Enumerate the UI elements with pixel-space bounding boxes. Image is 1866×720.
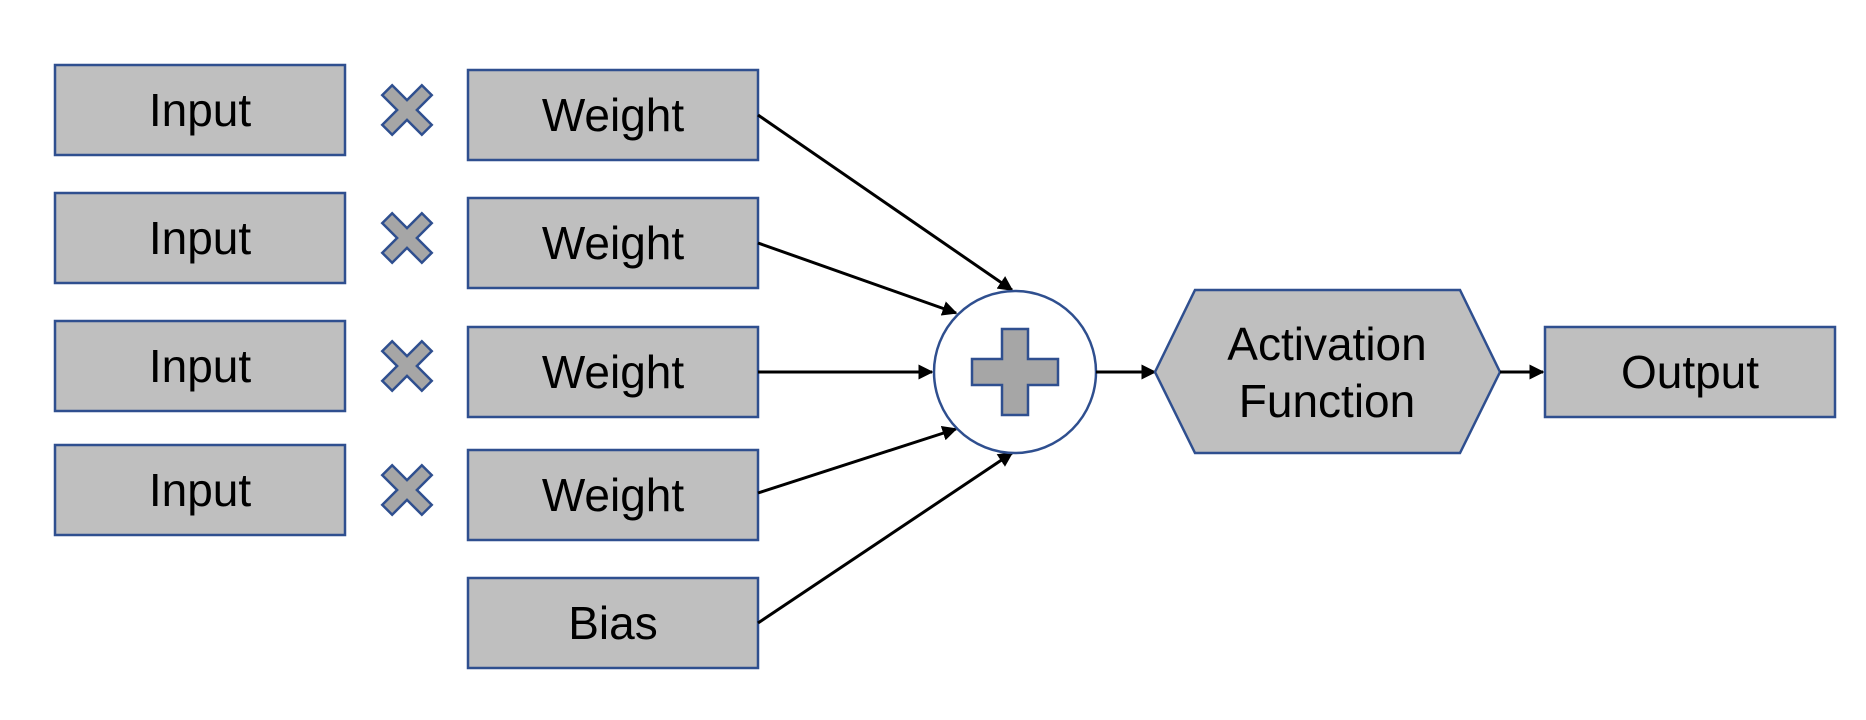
activation-function-node: Activation Function: [1153, 288, 1502, 455]
weight-node-1: Weight: [466, 68, 760, 162]
activation-label-line1: Activation: [1227, 318, 1426, 370]
multiply-icon: [380, 211, 434, 265]
input-node-4: Input: [53, 443, 347, 537]
input-label: Input: [149, 340, 252, 392]
activation-label-line2: Function: [1239, 375, 1415, 427]
weight-label: Weight: [542, 89, 685, 141]
weight-node-4: Weight: [466, 448, 760, 542]
input-label: Input: [149, 212, 252, 264]
weight-node-2: Weight: [466, 196, 760, 290]
arrow-weight-2-to-sum: [757, 241, 958, 316]
multiply-icon: [380, 339, 434, 393]
multiply-icon: [380, 83, 434, 137]
bias-node: Bias: [466, 576, 760, 670]
plus-icon: [970, 327, 1060, 417]
arrow-bias-to-sum: [757, 451, 1014, 625]
output-label: Output: [1621, 346, 1759, 398]
arrow-weight-4-to-sum: [757, 426, 958, 495]
input-node-3: Input: [53, 319, 347, 413]
weight-node-3: Weight: [466, 325, 760, 419]
input-label: Input: [149, 464, 252, 516]
weight-label: Weight: [542, 469, 685, 521]
arrow-weight-1-to-sum: [757, 113, 1014, 292]
multiply-icon: [380, 463, 434, 517]
output-node: Output: [1543, 325, 1837, 419]
weight-label: Weight: [542, 217, 685, 269]
input-label: Input: [149, 84, 252, 136]
sum-node: [932, 289, 1098, 455]
input-node-2: Input: [53, 191, 347, 285]
bias-label: Bias: [568, 597, 657, 649]
input-node-1: Input: [53, 63, 347, 157]
weight-label: Weight: [542, 346, 685, 398]
